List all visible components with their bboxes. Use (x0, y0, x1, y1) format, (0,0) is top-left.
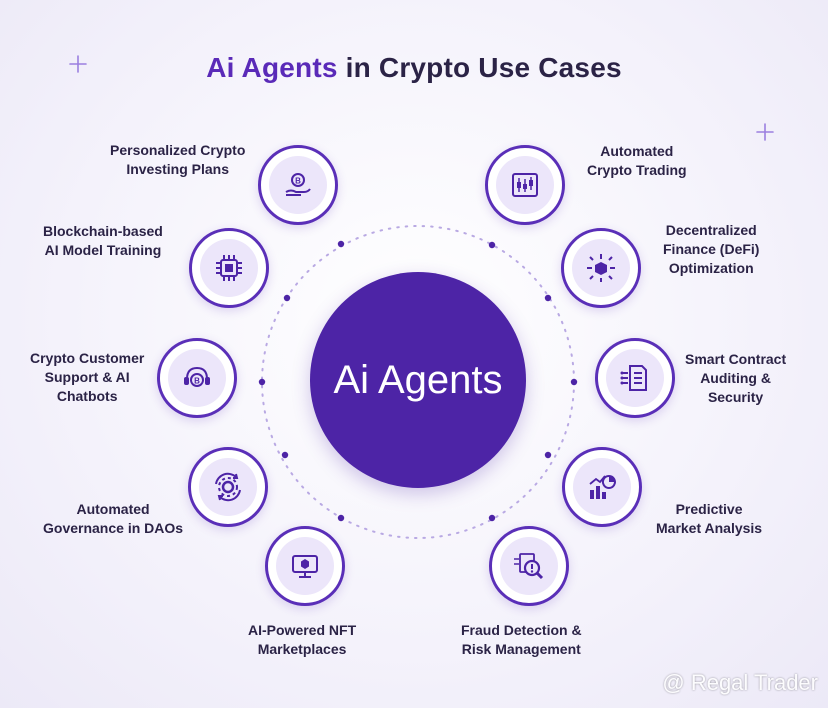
page-title: Ai Agents in Crypto Use Cases (0, 52, 828, 84)
contract-document-icon (606, 349, 664, 407)
node-automated-trading (485, 145, 565, 225)
node-smart-contract-security (595, 338, 675, 418)
title-accent: Ai Agents (206, 52, 338, 83)
node-defi-optimization (561, 228, 641, 308)
node-dao-governance (188, 447, 268, 527)
node-customer-support: B (157, 338, 237, 418)
node-blockchain-ai-training (189, 228, 269, 308)
orbit-dots (258, 240, 578, 522)
node-market-analysis (562, 447, 642, 527)
coin-hand-icon: B (269, 156, 327, 214)
label-fraud-detection: Fraud Detection &Risk Management (461, 622, 582, 657)
candlestick-chart-icon (496, 156, 554, 214)
headset-coin-icon: B (168, 349, 226, 407)
chip-icon (200, 239, 258, 297)
center-circle: Ai Agents (310, 272, 526, 488)
gear-cycle-icon (199, 458, 257, 516)
node-fraud-detection (489, 526, 569, 606)
bar-pie-chart-icon (573, 458, 631, 516)
magnifier-alert-icon (500, 537, 558, 595)
cube-arrows-icon (572, 239, 630, 297)
node-personalized-plans: B (258, 145, 338, 225)
center-label: Ai Agents (333, 357, 503, 402)
node-nft-marketplaces (265, 526, 345, 606)
watermark: @ Regal Trader (662, 670, 818, 695)
svg-text:B: B (295, 177, 301, 186)
monitor-nft-icon (276, 537, 334, 595)
title-rest: in Crypto Use Cases (337, 52, 622, 83)
svg-text:B: B (194, 377, 200, 386)
sparkle-icon (69, 55, 774, 141)
